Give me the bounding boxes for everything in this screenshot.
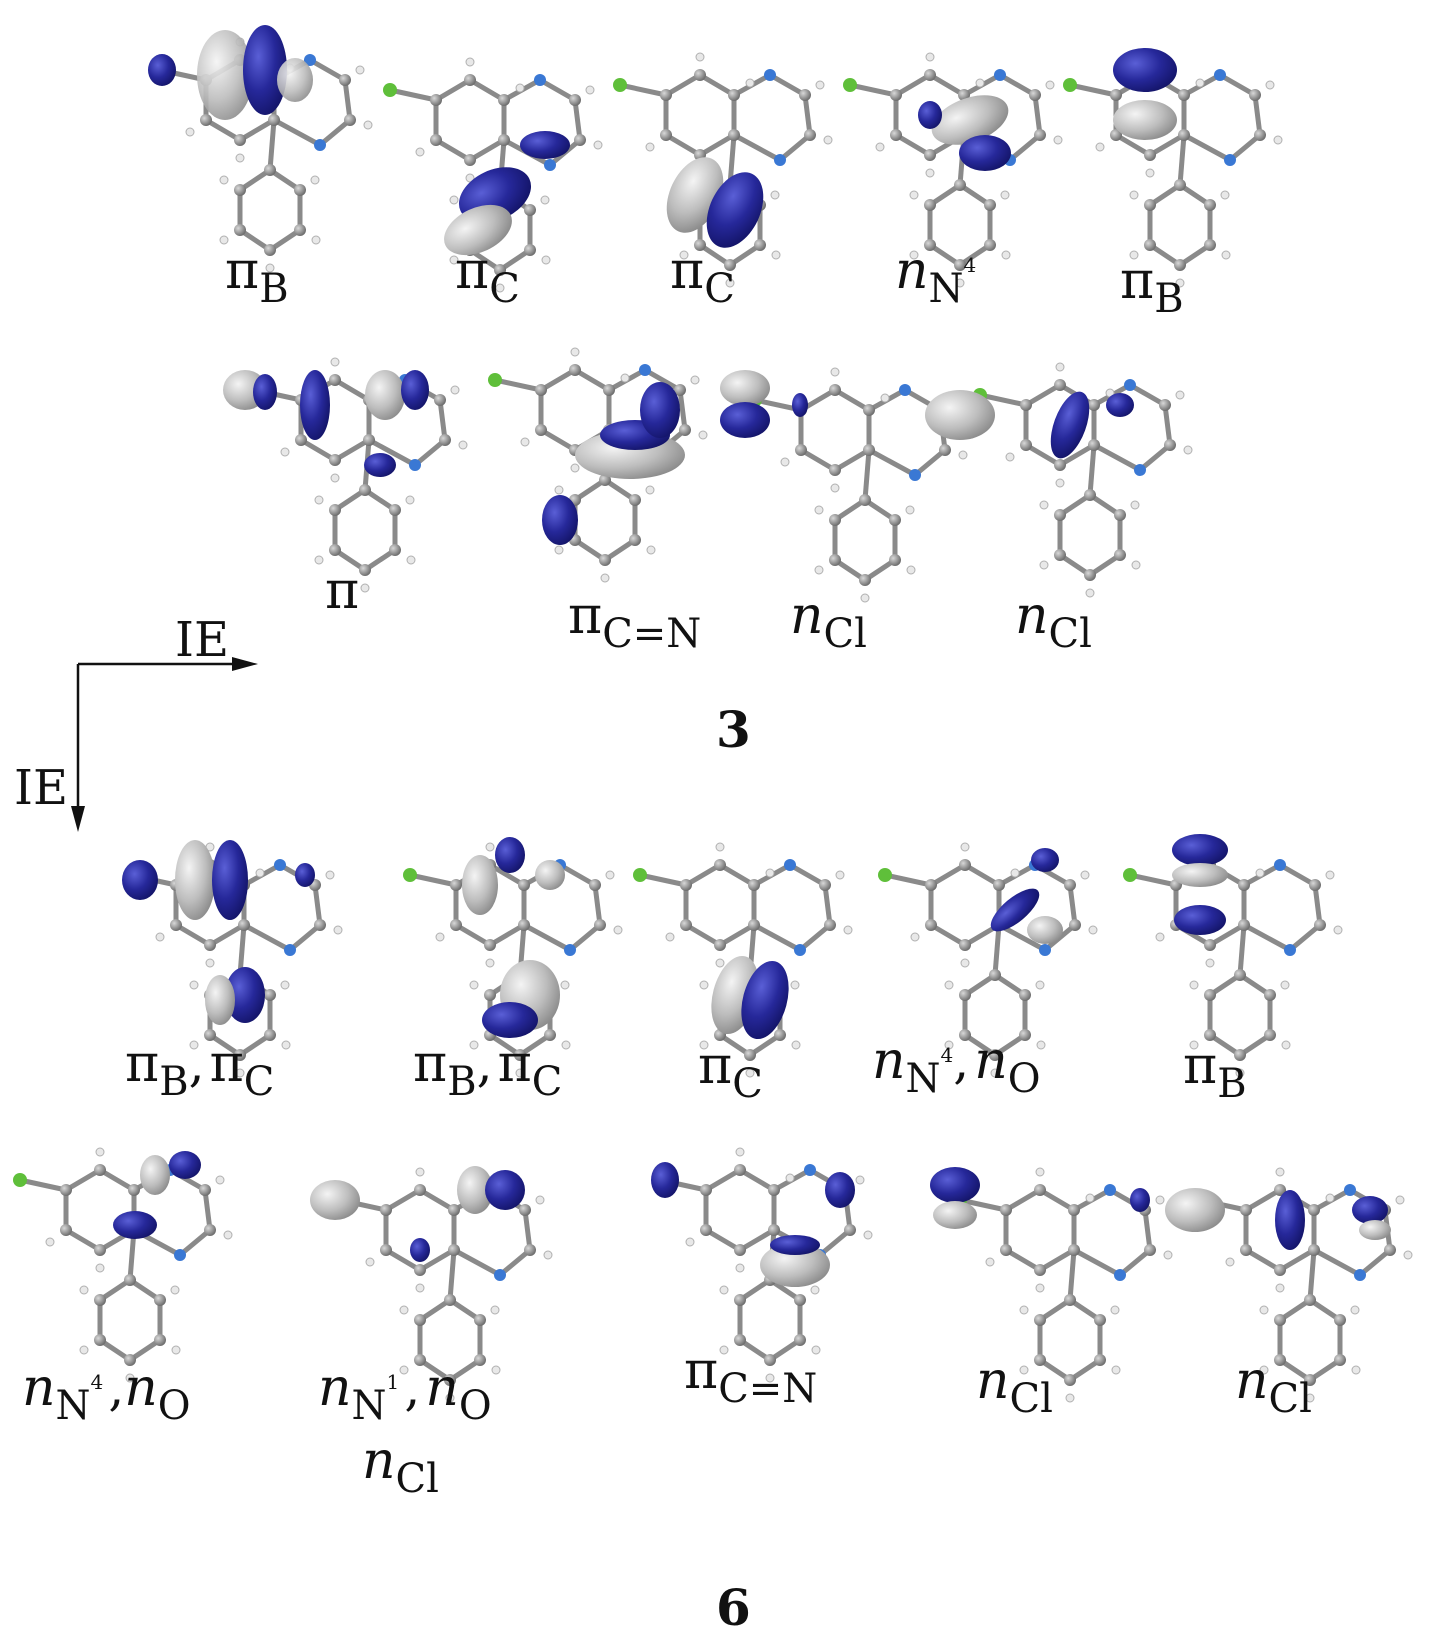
label-b2: πC=N — [568, 586, 702, 657]
orbital-c2 — [403, 837, 622, 1077]
label-b3: nCl — [790, 586, 867, 657]
label-d2-line2: nCl — [362, 1431, 439, 1502]
label-c1: πB, πC — [125, 1034, 275, 1105]
orbital-b3 — [720, 368, 967, 602]
orbital-c5 — [1123, 834, 1342, 1077]
label-a4: nN4 — [895, 241, 977, 312]
orbital-a4 — [843, 53, 1062, 287]
orbital-d4 — [930, 1167, 1172, 1402]
orbital-b4 — [925, 363, 1192, 597]
label-c4: nN4, nO — [872, 1031, 1041, 1102]
orbital-a2 — [383, 58, 602, 292]
ie-horizontal-label: IE — [175, 612, 229, 668]
orbital-c4 — [878, 843, 1097, 1077]
orbital-c3 — [633, 843, 852, 1077]
label-d4: nCl — [976, 1351, 1053, 1422]
label-c3: πC — [698, 1036, 763, 1107]
orbital-a3 — [613, 53, 832, 287]
label-d5: nCl — [1235, 1351, 1312, 1422]
ie-axes — [71, 657, 258, 832]
label-a2: πC — [455, 241, 520, 312]
label-a5: πB — [1120, 251, 1184, 322]
label-b4: nCl — [1015, 586, 1092, 657]
label-c2: πB, πC — [413, 1034, 563, 1105]
ie-vertical-label: IE — [14, 760, 68, 816]
label-d2: nN1 , nO — [318, 1358, 492, 1429]
orbital-a1 — [148, 25, 372, 272]
orbital-b2 — [488, 348, 707, 582]
compound-number-6: 6 — [716, 1578, 751, 1637]
orbital-d1 — [13, 1148, 232, 1382]
orbital-d2 — [310, 1166, 552, 1402]
label-c5: πB — [1183, 1036, 1247, 1107]
orbital-c1 — [122, 840, 342, 1077]
label-d3: πC=N — [684, 1341, 818, 1412]
label-a1: πB — [225, 241, 289, 312]
orbital-d3 — [651, 1148, 872, 1382]
orbital-b1 — [223, 358, 467, 592]
label-d1: nN4 ,nO — [22, 1358, 191, 1429]
compound-number-3: 3 — [716, 700, 751, 759]
label-a3: πC — [670, 241, 735, 312]
label-b1: π — [325, 561, 360, 621]
orbital-a5 — [1063, 48, 1282, 287]
orbital-d5 — [1165, 1168, 1412, 1402]
